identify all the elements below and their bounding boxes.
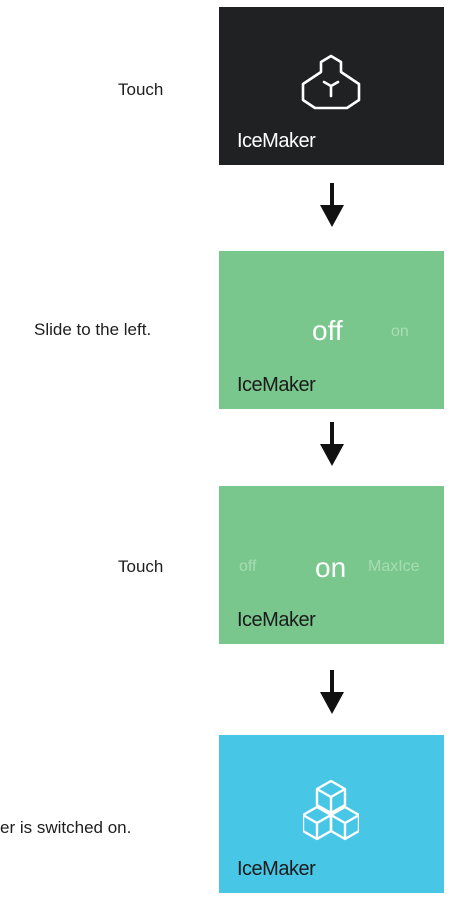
step-2-instruction: Slide to the left. [34, 320, 152, 339]
down-arrow-icon [320, 183, 344, 227]
option-maxice[interactable]: MaxIce [368, 558, 420, 575]
panel-label: IceMaker [237, 130, 316, 152]
step-4-instruction: er is switched on. [0, 818, 132, 837]
ice-tray-icon [301, 54, 361, 110]
icemaker-panel-select-on[interactable]: off on MaxIce IceMaker [219, 486, 444, 644]
down-arrow-icon [320, 422, 344, 466]
step-1-instruction: Touch [118, 80, 164, 99]
option-off[interactable]: off [239, 558, 257, 575]
panel-label: IceMaker [237, 374, 316, 396]
icemaker-panel-off[interactable]: IceMaker [219, 7, 444, 165]
option-off-selected[interactable]: off [312, 315, 343, 346]
icemaker-panel-select-off[interactable]: off on IceMaker [219, 251, 444, 409]
option-on[interactable]: on [391, 323, 409, 340]
step-3-instruction: Touch [118, 557, 164, 576]
down-arrow-icon [320, 670, 344, 714]
ice-cubes-icon [303, 779, 359, 841]
option-on-selected[interactable]: on [315, 552, 347, 583]
icemaker-panel-on[interactable]: IceMaker [219, 735, 444, 893]
panel-label: IceMaker [237, 858, 316, 880]
panel-label: IceMaker [237, 609, 316, 631]
